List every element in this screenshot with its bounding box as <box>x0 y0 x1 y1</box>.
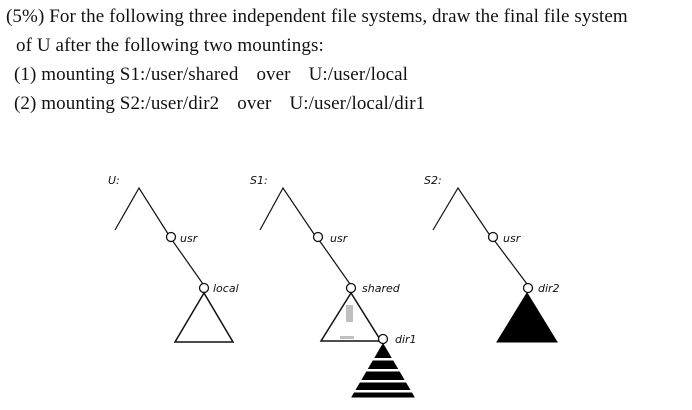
tree-u-label-usr: usr <box>180 232 199 245</box>
tree-s1-node-dir1 <box>377 333 389 345</box>
tree-s1-dir1-stripe <box>340 380 430 383</box>
tree-s1-scan-marks <box>346 305 353 322</box>
mount-step-2: (2) mounting S2:/user/dir2 over U:/user/lo… <box>6 89 686 118</box>
tree-s1-label-dir1: dir1 <box>395 333 417 346</box>
tree-s1-dir1-stripe <box>340 390 430 393</box>
question-line-2: of U after the following two mountings: <box>16 35 324 56</box>
tree-s1-edge-usr-shared <box>318 239 351 285</box>
tree-s1-node-shared <box>345 282 357 294</box>
mount-step-2-target: U:/user/local/dir1 <box>289 93 426 114</box>
tree-u-node-usr <box>165 231 177 243</box>
tree-u-label-local: local <box>213 282 239 295</box>
tree-s1-root-branch <box>259 186 317 238</box>
tree-u-node-local <box>198 282 210 294</box>
tree-s2-root-label: S2: <box>424 174 442 187</box>
tree-u: U: usr local <box>108 174 239 343</box>
question-line-1: (5%) For the following three independent… <box>6 6 628 27</box>
tree-s1-label-usr: usr <box>330 232 349 245</box>
tree-s1: S1: usr shared dir1 <box>250 174 430 398</box>
question-text: (5%) For the following three independent… <box>6 2 686 118</box>
tree-u-root-branch <box>114 186 171 238</box>
tree-s1-dir1-stripe <box>340 358 430 361</box>
tree-s1-scan-marks-lower <box>340 336 354 339</box>
tree-s1-dir1-subtree <box>340 343 430 398</box>
tree-s1-node-usr <box>312 231 324 243</box>
tree-s2-label-dir2: dir2 <box>538 282 560 295</box>
mount-step-2-over: over <box>237 93 272 114</box>
tree-s2-dir2-subtree-triangle <box>496 292 558 343</box>
mount-step-1-source: (1) mounting S1:/user/shared <box>14 64 239 85</box>
tree-u-edge-usr-local <box>171 239 204 285</box>
tree-s2-edge-usr-dir2 <box>493 239 528 285</box>
tree-s2-node-dir2 <box>522 282 534 294</box>
tree-s2-label-usr: usr <box>503 232 522 245</box>
tree-s2: S2: usr dir2 <box>424 174 560 343</box>
tree-s1-dir1-stripe <box>340 369 430 372</box>
mount-step-1-over: over <box>256 64 291 85</box>
tree-s1-label-shared: shared <box>362 282 401 295</box>
mount-step-2-source: (2) mounting S2:/user/dir2 <box>14 93 220 114</box>
tree-u-subtree-triangle <box>173 291 235 343</box>
tree-s2-root-branch <box>432 186 492 238</box>
tree-s1-root-label: S1: <box>250 174 268 187</box>
mount-step-1: (1) mounting S1:/user/shared over U:/user/… <box>6 60 686 89</box>
tree-s2-node-usr <box>487 231 499 243</box>
tree-u-root-label: U: <box>108 174 120 187</box>
mount-step-1-target: U:/user/local <box>308 64 409 85</box>
